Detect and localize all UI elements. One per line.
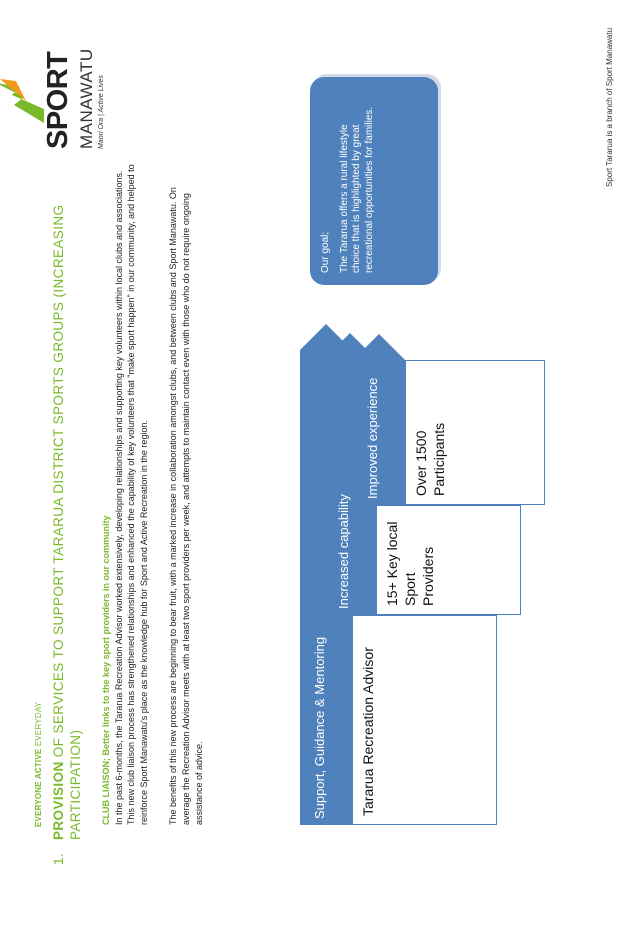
arrow-head-1 — [300, 324, 352, 350]
figure-icon — [0, 79, 44, 123]
sport-manawatu-logo: SPORT MANAWATU Maori Ora | Active Lives — [0, 27, 148, 149]
box-participants: Over 1500 Participants — [405, 360, 545, 505]
arrow-head-3 — [353, 334, 405, 360]
bar-experience: Improved experience — [353, 360, 405, 505]
goal-callout: Our goal; The Tararua offers a rural lif… — [310, 77, 438, 285]
branch-note: Sport Tararua is a branch of Sport Manaw… — [605, 27, 614, 187]
box-advisor: Tararua Recreation Advisor — [352, 615, 497, 825]
box-providers: 15+ Key local Sport Providers — [376, 505, 521, 615]
